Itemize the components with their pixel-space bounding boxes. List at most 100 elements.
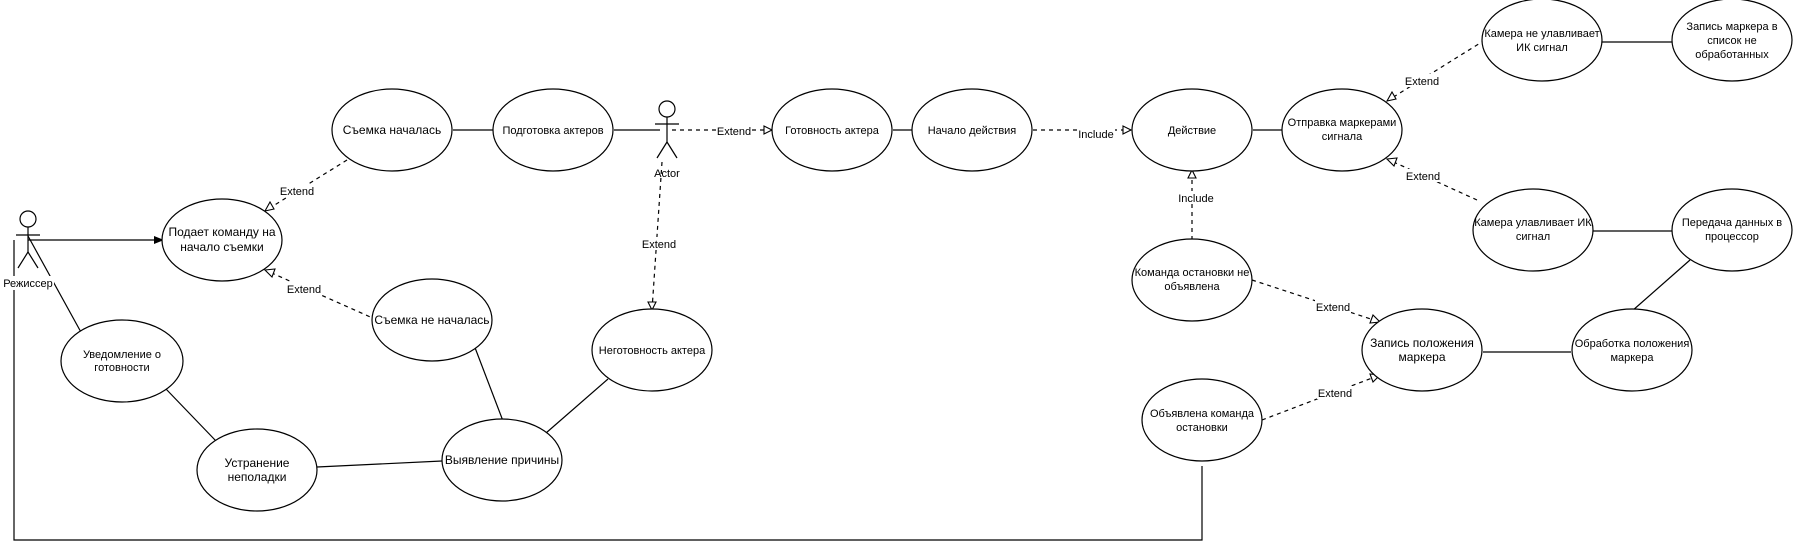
- usecase-fix-problem: Устранение неполадки: [196, 428, 318, 512]
- usecase-stop-not-announced: Команда остановки не объявлена: [1131, 238, 1253, 322]
- usecase-process-position: Обработка положения маркера: [1571, 308, 1693, 392]
- svg-text:Extend: Extend: [287, 284, 321, 296]
- assoc-notstarted-cause: [473, 344, 504, 422]
- actor-director-head: [19, 210, 37, 228]
- svg-text:маркера: маркера: [1610, 352, 1654, 364]
- label-extend-ir: Extend: [1405, 169, 1441, 183]
- usecase-shooting-started: Съемка началась: [331, 88, 453, 172]
- arrowhead-notannounced-action: [1187, 168, 1197, 179]
- usecase-stop-announced: Объявлена команда остановки: [1141, 378, 1263, 462]
- svg-text:сигнала: сигнала: [1322, 131, 1363, 143]
- assoc-director-stop-announced: [13, 240, 1203, 541]
- assoc-fix-cause: [316, 460, 443, 468]
- svg-text:Неготовность актера: Неготовность актера: [599, 345, 706, 357]
- svg-text:Запись положения: Запись положения: [1370, 336, 1474, 350]
- label-include-action: Include: [1077, 127, 1115, 141]
- usecase-action-start: Начало действия: [911, 88, 1033, 172]
- svg-text:Подготовка актеров: Подготовка актеров: [502, 125, 603, 137]
- svg-text:Устранение: Устранение: [225, 456, 290, 470]
- svg-text:Отправка маркерами: Отправка маркерами: [1288, 117, 1397, 129]
- svg-text:Камера не улавливает: Камера не улавливает: [1484, 28, 1599, 40]
- arrowhead-actor-notready: [647, 301, 657, 312]
- usecase-find-cause: Выявление причины: [441, 418, 563, 502]
- svg-text:начало съемки: начало съемки: [180, 240, 263, 254]
- usecase-data-transfer: Передача данных в процессор: [1671, 188, 1793, 272]
- svg-text:ИК сигнал: ИК сигнал: [1516, 42, 1568, 54]
- svg-text:маркера: маркера: [1398, 350, 1445, 364]
- svg-text:остановки: остановки: [1176, 422, 1228, 434]
- actor-actor: Actor: [654, 100, 680, 180]
- arrowhead-started-command: [263, 200, 275, 212]
- usecase-actor-not-ready: Неготовность актера: [591, 308, 713, 392]
- label-extend-notstarted: Extend: [286, 282, 322, 296]
- svg-text:Подает команду на: Подает команду на: [168, 225, 275, 239]
- usecase-camera-ir: Камера улавливает ИК сигнал: [1472, 188, 1594, 272]
- svg-text:обработанных: обработанных: [1695, 49, 1769, 61]
- svg-text:Extend: Extend: [1405, 76, 1439, 88]
- label-extend-actor-notready: Extend: [641, 237, 677, 251]
- arrowhead-start-action: [1122, 125, 1133, 135]
- actor-actor-head: [658, 100, 676, 118]
- svg-text:Запись маркера в: Запись маркера в: [1686, 21, 1777, 33]
- svg-text:Include: Include: [1078, 129, 1113, 141]
- usecase-send-signal: Отправка маркерами сигнала: [1281, 88, 1403, 172]
- usecase-marker-unprocessed: Запись маркера в список не обработанных: [1671, 0, 1793, 82]
- svg-text:процессор: процессор: [1705, 231, 1759, 243]
- usecase-actor-ready: Готовность актера: [771, 88, 893, 172]
- arrowhead-director-command: [154, 236, 164, 244]
- svg-text:объявлена: объявлена: [1164, 281, 1220, 293]
- svg-text:Extend: Extend: [1316, 302, 1350, 314]
- svg-text:Камера улавливает ИК: Камера улавливает ИК: [1474, 217, 1592, 229]
- svg-text:Готовность актера: Готовность актера: [785, 125, 880, 137]
- usecase-shooting-not-started: Съемка не началась: [371, 278, 493, 362]
- svg-text:Уведомление о: Уведомление о: [83, 349, 161, 361]
- svg-text:список не: список не: [1707, 35, 1756, 47]
- svg-text:Extend: Extend: [1406, 171, 1440, 183]
- actor-director: Режиссер: [2, 210, 54, 290]
- usecase-command-start: Подает команду на начало съемки: [161, 198, 283, 282]
- usecase-notify-ready: Уведомление о готовности: [60, 319, 184, 403]
- arrowhead-notstarted-command: [263, 268, 276, 278]
- assoc-notready-cause: [545, 378, 609, 434]
- dep-actor-notready: [651, 161, 663, 311]
- arrowhead-notannounced-record: [1369, 314, 1382, 324]
- svg-text:готовности: готовности: [94, 362, 149, 374]
- svg-text:Extend: Extend: [717, 126, 751, 138]
- svg-text:Действие: Действие: [1168, 125, 1216, 137]
- label-extend-notannounced: Extend: [1315, 300, 1351, 314]
- svg-text:Съемка не началась: Съемка не началась: [374, 313, 489, 327]
- label-include-notannounced: Include: [1177, 191, 1215, 205]
- label-extend-announced: Extend: [1317, 386, 1353, 400]
- svg-text:Начало действия: Начало действия: [928, 125, 1017, 137]
- arrowhead-actor-ready: [763, 125, 774, 135]
- dep-announced-record: [1261, 374, 1381, 421]
- usecase-camera-no-ir: Камера не улавливает ИК сигнал: [1481, 0, 1603, 82]
- svg-text:сигнал: сигнал: [1516, 231, 1550, 243]
- label-extend-actor-ready: Extend: [716, 124, 752, 138]
- usecase-actor-prep: Подготовка актеров: [492, 88, 614, 172]
- svg-text:Съемка началась: Съемка началась: [343, 123, 442, 137]
- assoc-director-notify: [27, 235, 83, 335]
- dep-noir-send: [1386, 39, 1486, 102]
- svg-text:Выявление причины: Выявление причины: [445, 453, 559, 467]
- usecase-record-position: Запись положения маркера: [1361, 308, 1483, 392]
- actor-actor-label: Actor: [654, 168, 680, 180]
- svg-text:Extend: Extend: [1318, 388, 1352, 400]
- svg-text:Include: Include: [1178, 193, 1213, 205]
- svg-text:Extend: Extend: [280, 186, 314, 198]
- svg-text:Объявлена команда: Объявлена команда: [1150, 408, 1255, 420]
- svg-text:Команда остановки не: Команда остановки не: [1135, 267, 1250, 279]
- label-extend-noir: Extend: [1404, 74, 1440, 88]
- arrowhead-ir-send: [1385, 157, 1398, 167]
- actor-director-label: Режиссер: [3, 278, 53, 290]
- svg-text:Обработка положения: Обработка положения: [1575, 338, 1690, 350]
- usecase-action: Действие: [1131, 88, 1253, 172]
- assoc-transfer-process: [1631, 259, 1691, 312]
- svg-text:Extend: Extend: [642, 239, 676, 251]
- svg-text:Передача данных в: Передача данных в: [1682, 217, 1782, 229]
- svg-text:неполадки: неполадки: [228, 470, 287, 484]
- arrowhead-noir-send: [1385, 90, 1397, 102]
- label-extend-started: Extend: [278, 184, 314, 198]
- assoc-notify-fix: [165, 388, 217, 442]
